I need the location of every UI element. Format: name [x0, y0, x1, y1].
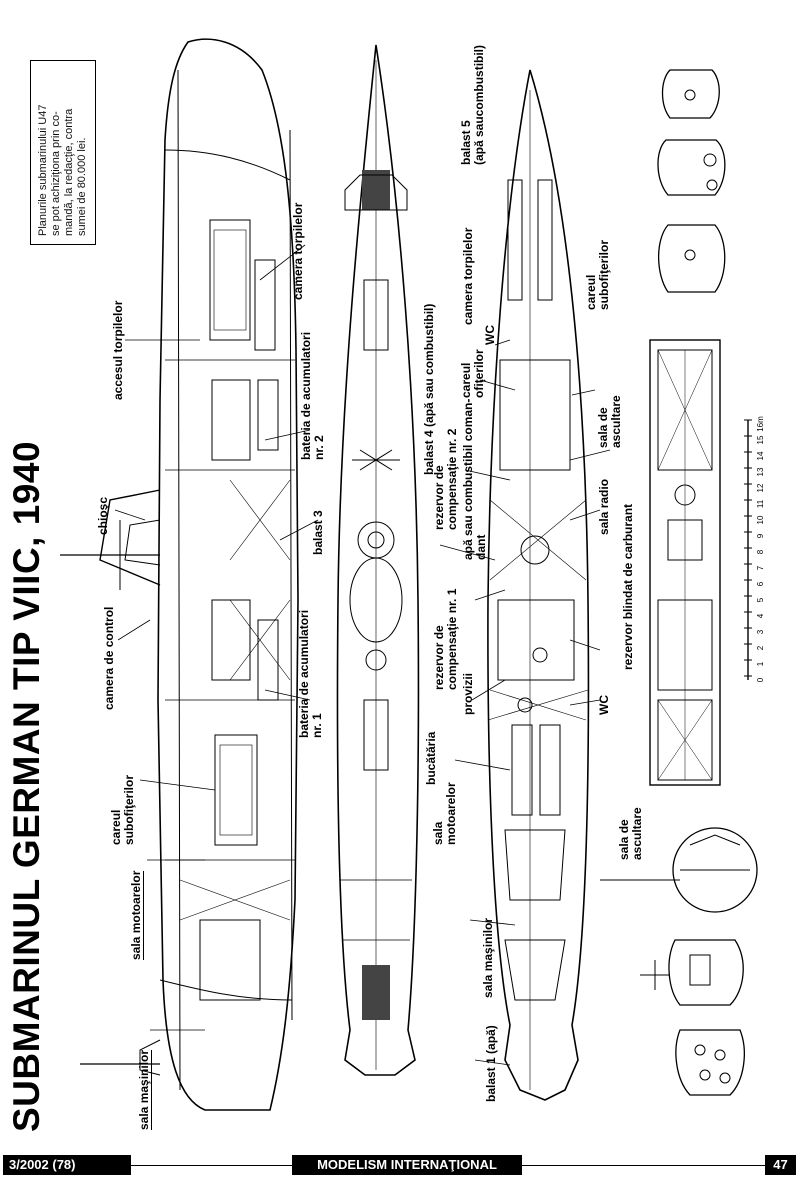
scale-number: 10	[756, 515, 765, 524]
footer-rule	[131, 1165, 292, 1166]
label-rezervor-blindat: rezervor blindat de carburant	[621, 503, 635, 670]
scale-bar	[744, 419, 752, 680]
scale-number: 0	[756, 677, 765, 682]
scale-number: 12	[756, 483, 765, 492]
scale-number: 16m	[756, 416, 765, 432]
label-balast-5: balast 5(apă saucombustibil)	[459, 44, 486, 165]
label-camera-torpilelor-plan: camera torpilelor	[461, 227, 475, 325]
issue-number: 3/2002 (78)	[3, 1155, 131, 1175]
scale-number: 14	[756, 451, 765, 460]
scale-number: 1	[756, 661, 765, 666]
scale-number: 15	[756, 435, 765, 444]
label-apa-sau-combustibil: apă sau combustibil coman-dant	[461, 398, 488, 560]
scale-number: 3	[756, 629, 765, 634]
label-wc-top: WC	[483, 325, 497, 345]
top-view-hull	[336, 44, 420, 1076]
label-chiosc: chioşc	[96, 496, 110, 535]
label-sala-masinilor-plan: sala maşinilor	[481, 917, 495, 998]
label-balast-3: balast 3	[311, 510, 325, 555]
scale-number: 7	[756, 565, 765, 570]
page-title: SUBMARINUL GERMAN TIP VIIC, 1940	[6, 440, 47, 1132]
note-line: sumei de 80.000 lei.	[76, 137, 88, 236]
scale-number: 6	[756, 581, 765, 586]
label-bucataria: bucătăria	[424, 731, 438, 785]
deck-plan-view	[649, 339, 721, 786]
note-line: Planurile submarinului U47	[37, 104, 49, 236]
note-line: mandă, la redacţie, contra	[63, 108, 75, 236]
plan-section-view	[487, 69, 590, 1101]
scale-number: 2	[756, 645, 765, 650]
magazine-name: MODELISM INTERNAŢIONAL	[292, 1155, 522, 1175]
cross-sections-bottom	[600, 827, 758, 1096]
label-sala-masinilor-side: sala maşinilor	[137, 1049, 152, 1130]
side-profile-view	[60, 38, 299, 1111]
label-wc-bottom: WC	[597, 695, 611, 715]
label-accesul-torpilelor: accesul torpilelor	[111, 300, 125, 400]
footer-rule	[522, 1165, 765, 1166]
cross-sections-top	[657, 69, 726, 293]
label-sala-radio: sala radio	[597, 478, 611, 535]
purchase-note: Planurile submarinului U47 se pot achizi…	[30, 60, 96, 245]
label-camera-de-control: camera de control	[102, 606, 116, 710]
note-line: se pot achiziţiona prin co-	[50, 111, 62, 236]
scale-number: 5	[756, 597, 765, 602]
scale-number: 4	[756, 613, 765, 618]
scale-number: 11	[756, 499, 765, 508]
label-sala-motoarelor-side: sala motoarelor	[129, 870, 144, 960]
label-provizii: provizii	[461, 672, 475, 715]
label-balast-1: balast 1 (apă)	[484, 1025, 498, 1102]
page-footer: 3/2002 (78) MODELISM INTERNAŢIONAL 47	[0, 1155, 799, 1177]
label-camera-torpilelor-side: camera torpilelor	[291, 202, 305, 300]
scale-number: 9	[756, 533, 765, 538]
scale-number: 13	[756, 467, 765, 476]
page-number: 47	[765, 1155, 796, 1175]
scale-number: 8	[756, 549, 765, 554]
